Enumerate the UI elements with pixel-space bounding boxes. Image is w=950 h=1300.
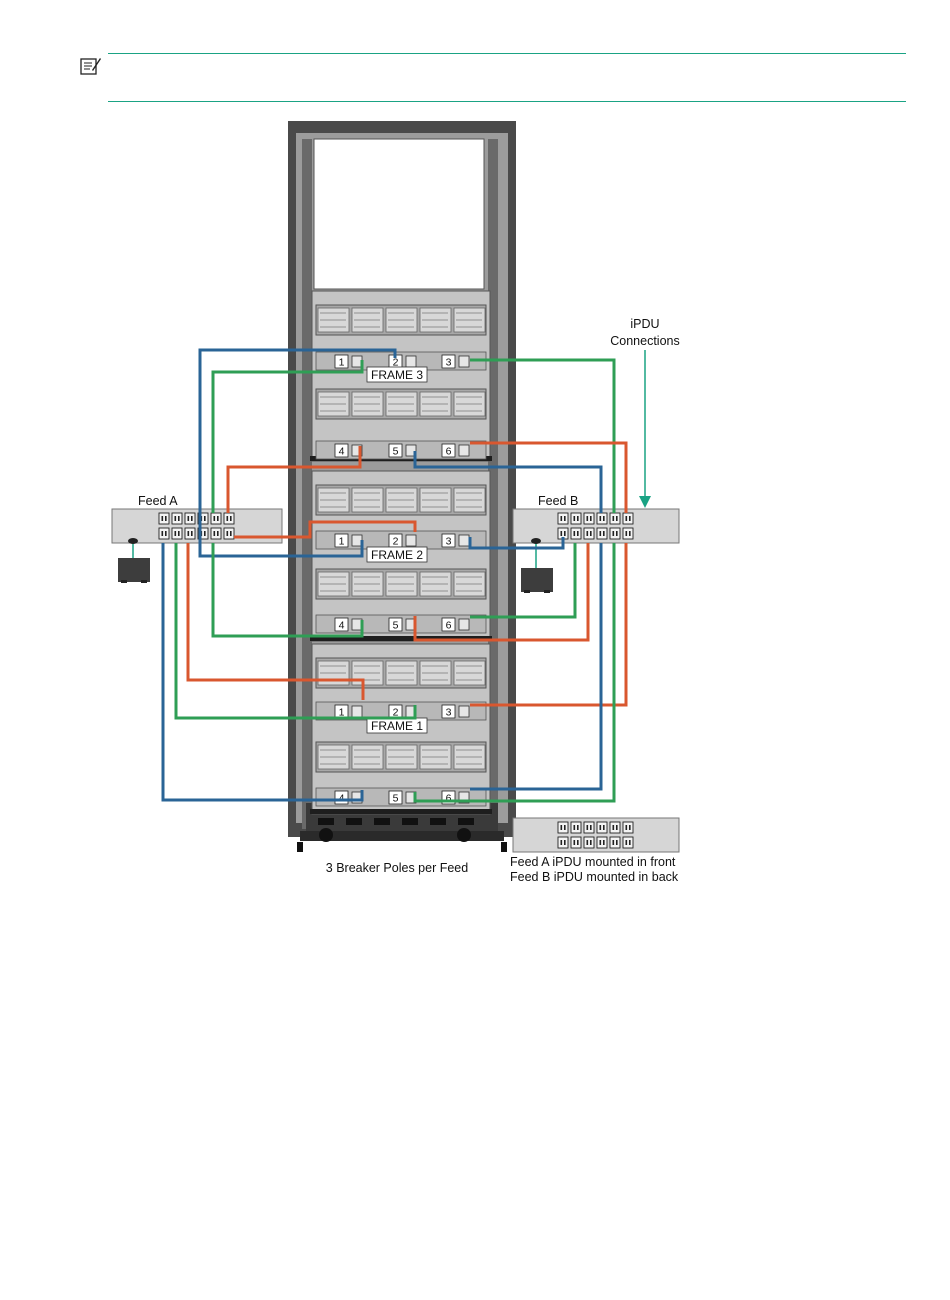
outlet xyxy=(172,513,182,524)
psu-number: 3 xyxy=(446,357,452,369)
outlet xyxy=(224,528,234,539)
outlet xyxy=(584,528,594,539)
frame-label-text: FRAME 2 xyxy=(371,548,423,562)
psu-number: 6 xyxy=(446,620,452,632)
outlet xyxy=(623,837,633,848)
outlet xyxy=(159,513,169,524)
psu-number: 6 xyxy=(446,446,452,458)
psu-number: 4 xyxy=(339,620,345,632)
outlet xyxy=(558,837,568,848)
fan-bank xyxy=(316,389,486,419)
psu-number: 1 xyxy=(339,536,345,548)
psu-number: 3 xyxy=(446,536,452,548)
outlet xyxy=(571,822,581,833)
outlet xyxy=(159,528,169,539)
outlet xyxy=(597,837,607,848)
outlet xyxy=(610,822,620,833)
psu-number: 3 xyxy=(446,707,452,719)
outlet xyxy=(185,528,195,539)
psu-number: 5 xyxy=(393,793,399,805)
outlet xyxy=(584,822,594,833)
outlet xyxy=(558,513,568,524)
fan-bank xyxy=(316,658,486,688)
legend-line1: Feed A iPDU mounted in front xyxy=(510,855,676,869)
outlet xyxy=(571,528,581,539)
ipdu-label-line2: Connections xyxy=(610,334,680,348)
outlet xyxy=(610,513,620,524)
outlet xyxy=(584,513,594,524)
frame-label: FRAME 2 xyxy=(367,547,427,562)
outlet xyxy=(558,822,568,833)
feed-a-label: Feed A xyxy=(138,494,178,508)
psu-number: 2 xyxy=(393,536,399,548)
psu-number: 1 xyxy=(339,357,345,369)
psu-number: 4 xyxy=(339,446,345,458)
legend-ipdu xyxy=(513,818,679,852)
outlet xyxy=(597,528,607,539)
outlet xyxy=(224,513,234,524)
outlet xyxy=(211,513,221,524)
outlet xyxy=(584,837,594,848)
psu-number: 5 xyxy=(393,620,399,632)
outlet xyxy=(185,513,195,524)
fan-bank xyxy=(316,569,486,599)
frame-label: FRAME 3 xyxy=(367,367,427,382)
frame-label: FRAME 1 xyxy=(367,718,427,733)
outlet xyxy=(172,528,182,539)
breaker-poles-label: 3 Breaker Poles per Feed xyxy=(326,861,468,875)
outlet xyxy=(597,513,607,524)
psu-number: 6 xyxy=(446,793,452,805)
frame-label-text: FRAME 1 xyxy=(371,719,423,733)
legend-line2: Feed B iPDU mounted in back xyxy=(510,870,679,884)
outlet xyxy=(623,513,633,524)
outlet xyxy=(571,837,581,848)
outlet xyxy=(211,528,221,539)
outlet xyxy=(571,513,581,524)
outlet xyxy=(597,822,607,833)
breaker-box-b xyxy=(521,538,553,593)
psu-number: 5 xyxy=(393,446,399,458)
feed-b-label: Feed B xyxy=(538,494,578,508)
outlet xyxy=(610,528,620,539)
outlet xyxy=(610,837,620,848)
frame-label-text: FRAME 3 xyxy=(371,368,423,382)
fan-bank xyxy=(316,305,486,335)
breaker-box-a xyxy=(118,538,150,583)
ipdu-feed-b xyxy=(513,509,679,543)
fan-bank xyxy=(316,485,486,515)
fan-bank xyxy=(316,742,486,772)
outlet xyxy=(623,822,633,833)
outlet xyxy=(623,528,633,539)
ipdu-label-line1: iPDU xyxy=(630,317,659,331)
ipdu-connections-arrow xyxy=(639,350,651,508)
